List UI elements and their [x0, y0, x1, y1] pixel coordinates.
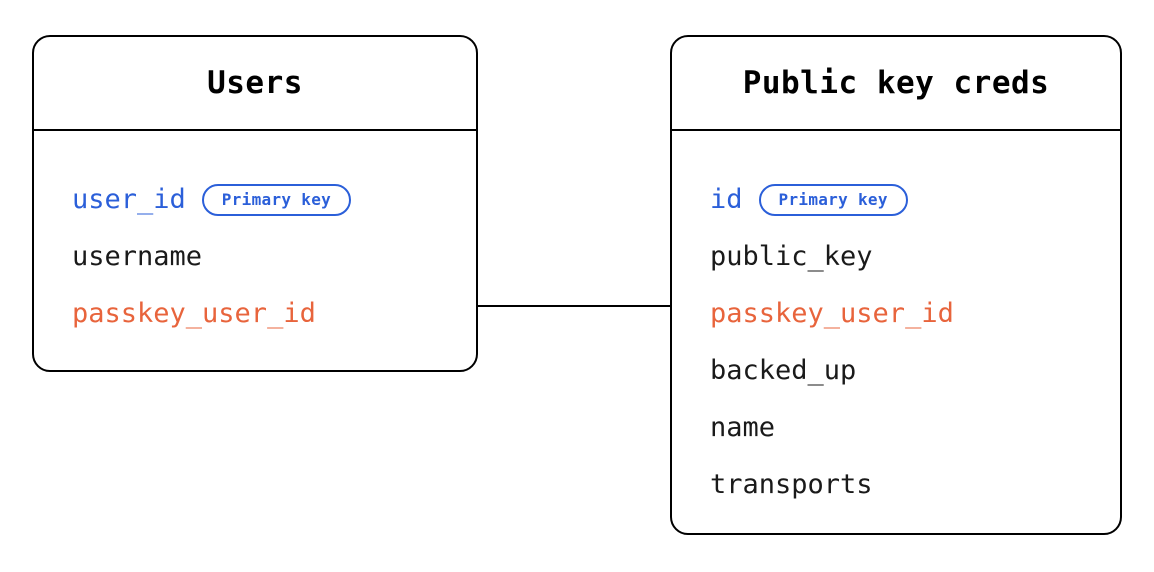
entity-header-public-key-creds: Public key creds — [672, 37, 1120, 129]
field-row-transports[interactable]: transports — [672, 456, 1120, 513]
field-label-user-id: user_id — [72, 184, 186, 215]
field-label-passkey-user-id-users: passkey_user_id — [72, 298, 316, 329]
field-label-username: username — [72, 241, 203, 272]
field-label-public-key: public_key — [710, 241, 873, 272]
relationship-connector-line — [478, 305, 670, 307]
field-list-public-key-creds: id Primary key public_key passkey_user_i… — [672, 131, 1120, 513]
field-label-name: name — [710, 412, 776, 443]
field-label-backed-up: backed_up — [710, 355, 857, 386]
field-label-transports: transports — [710, 469, 873, 500]
field-row-passkey-user-id-creds[interactable]: passkey_user_id — [672, 285, 1120, 342]
entity-title-divider-users — [32, 129, 478, 131]
field-row-name[interactable]: name — [672, 399, 1120, 456]
entity-title-public-key-creds: Public key creds — [742, 65, 1050, 101]
primary-key-badge-users: Primary key — [201, 183, 352, 216]
field-row-public-key[interactable]: public_key — [672, 228, 1120, 285]
field-label-passkey-user-id-creds: passkey_user_id — [710, 298, 954, 329]
primary-key-badge-public-key-creds: Primary key — [758, 183, 908, 216]
field-label-id: id — [710, 184, 743, 215]
field-row-id[interactable]: id Primary key — [672, 171, 1120, 228]
field-row-passkey-user-id-users[interactable]: passkey_user_id — [34, 285, 476, 342]
field-row-backed-up[interactable]: backed_up — [672, 342, 1120, 399]
entity-box-users[interactable]: Users user_id Primary key username passk… — [32, 35, 478, 372]
entity-title-users: Users — [207, 65, 303, 101]
entity-box-public-key-creds[interactable]: Public key creds id Primary key public_k… — [670, 35, 1122, 535]
field-list-users: user_id Primary key username passkey_use… — [34, 131, 476, 342]
entity-title-divider-public-key-creds — [670, 129, 1122, 131]
entity-header-users: Users — [34, 37, 476, 129]
field-row-username[interactable]: username — [34, 228, 476, 285]
field-row-user-id[interactable]: user_id Primary key — [34, 171, 476, 228]
